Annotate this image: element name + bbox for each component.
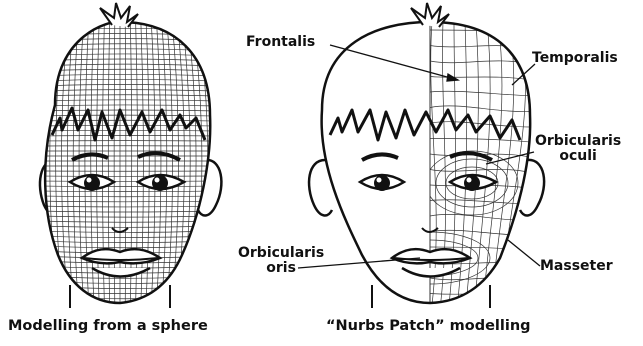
label-masseter: Masseter [540,259,613,274]
caption-sphere-modelling: Modelling from a sphere [8,318,208,334]
label-temporalis: Temporalis [532,51,618,66]
label-orbicularis-oris-line1: Orbicularis [238,246,324,261]
label-orbicularis-oculi-line1: Orbicularis [535,134,621,149]
label-orbicularis-oculi-line2: oculi [535,149,621,164]
caption-nurbs-patch-modelling: “Nurbs Patch” modelling [326,318,531,334]
label-orbicularis-oris: Orbicularis oris [238,246,324,276]
masseter-leader [508,240,540,266]
left-head [26,3,221,308]
label-orbicularis-oculi: Orbicularis oculi [535,134,621,164]
label-orbicularis-oris-line2: oris [238,261,324,276]
label-frontalis: Frontalis [246,35,315,50]
